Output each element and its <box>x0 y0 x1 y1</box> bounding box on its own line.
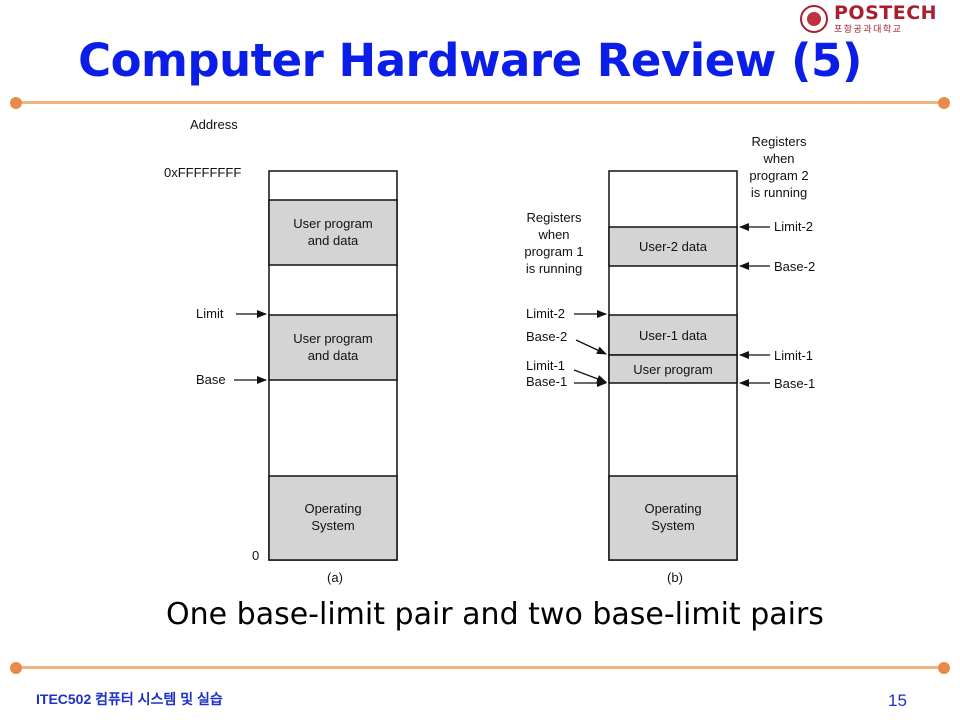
diagram-label-b: (b) <box>667 570 683 585</box>
pointer-label-left: Limit-1 <box>526 358 565 373</box>
course-name: ITEC502 컴퓨터 시스템 및 실습 <box>36 691 223 707</box>
diagram-b: User-2 data User-1 data User program Ope… <box>524 134 815 585</box>
bottom-address-label: 0 <box>252 548 259 563</box>
pointer-label-right: Limit-2 <box>774 219 813 234</box>
slide-title: Computer Hardware Review (5) <box>78 34 862 87</box>
bottom-rule-left-dot <box>10 662 22 674</box>
address-label: Address <box>190 117 238 132</box>
page-number: 15 <box>888 691 907 710</box>
block-label: User-1 data <box>639 328 708 343</box>
pointer-label-right: Base-1 <box>774 376 815 391</box>
bottom-rule <box>14 666 946 669</box>
top-rule <box>14 101 946 104</box>
block-b-user-program <box>608 354 738 384</box>
block-b-user2-data <box>608 226 738 267</box>
pointer-label-limit: Limit <box>196 306 224 321</box>
pointer-label-left: Base-1 <box>526 374 567 389</box>
block-b-operating-system <box>608 475 738 561</box>
diagram-label-a: (a) <box>327 570 343 585</box>
limit1-left-arrow <box>573 369 607 383</box>
slide-caption: One base-limit pair and two base-limit p… <box>166 597 824 632</box>
bottom-rule-right-dot <box>938 662 950 674</box>
logo-subtitle: 포항공과대학교 <box>834 24 903 34</box>
block-label: User program <box>633 362 712 377</box>
block-a-operating-system <box>268 475 398 561</box>
block-a-user-program-mid <box>268 314 398 381</box>
postech-logo: POSTECH 포항공과대학교 <box>800 4 937 34</box>
base2-left-arrow <box>575 339 607 355</box>
pointer-label-right: Base-2 <box>774 259 815 274</box>
block-label: User-2 data <box>639 239 708 254</box>
pointer-label-left: Base-2 <box>526 329 567 344</box>
top-address-label: 0xFFFFFFFF <box>164 165 241 180</box>
university-seal-icon <box>800 5 828 33</box>
pointer-label-left: Limit-2 <box>526 306 565 321</box>
logo-name: POSTECH <box>834 2 938 24</box>
pointer-label-base: Base <box>196 372 226 387</box>
top-rule-right-dot <box>938 97 950 109</box>
top-rule-left-dot <box>10 97 22 109</box>
block-b-user1-data <box>608 314 738 356</box>
block-a-user-program-top <box>268 199 398 266</box>
pointer-label-right: Limit-1 <box>774 348 813 363</box>
